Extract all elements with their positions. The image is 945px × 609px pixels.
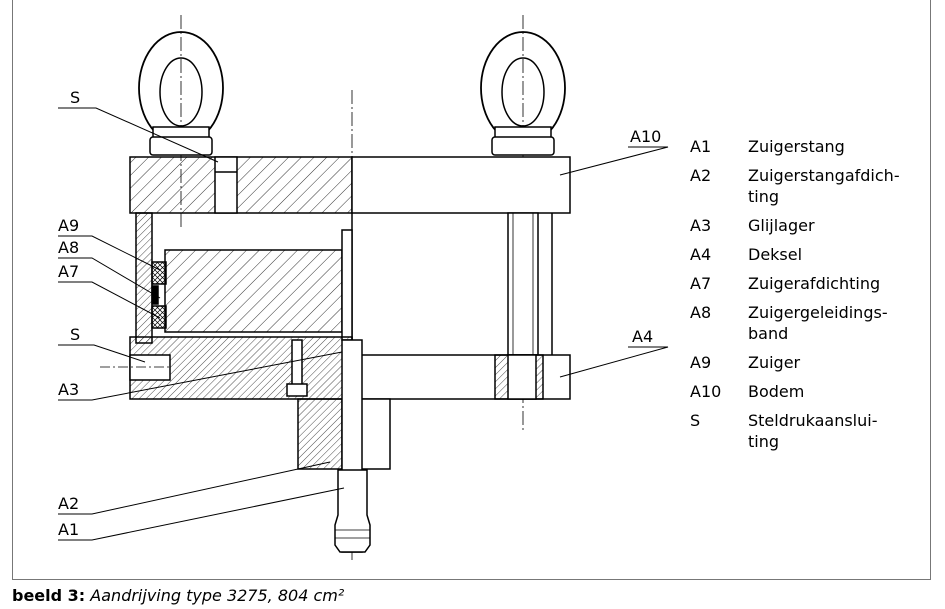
legend-text: Bodem [748,382,805,401]
callout-s-bottom: S [70,325,80,344]
legend-item: A7 Zuigerafdichting [690,273,930,294]
legend-code: A3 [690,216,712,235]
legend-text: Glijlager [748,216,815,235]
legend-code: S [690,411,701,430]
actuator-section [100,15,571,560]
legend-code: A7 [690,274,712,293]
callout-labels: S A9 A8 A7 S A3 A2 A1 A10 A4 [58,88,661,539]
callout-a10: A10 [630,127,661,146]
callout-a1: A1 [58,520,79,539]
legend-code: A10 [690,382,722,401]
legend-item: A8 Zuigergeleidings- band [690,302,930,344]
leader-lines [58,107,669,541]
legend-code: A2 [690,166,712,185]
caption-text: Aandrijving type 3275, 804 cm² [90,586,345,605]
legend-item: A3 Glijlager [690,215,930,236]
legend-text: Zuiger [748,353,801,372]
legend-item: A1 Zuigerstang [690,136,930,157]
legend-text: Zuigerafdichting [748,274,881,293]
callout-a8: A8 [58,238,79,257]
callout-a2: A2 [58,494,79,513]
legend-item: A4 Deksel [690,244,930,265]
callout-a9: A9 [58,216,79,235]
figure-frame [12,0,931,580]
legend-text: Zuigergeleidings- band [748,303,888,343]
legend-text: Steldrukaanslui- ting [748,411,878,451]
legend-item: S Steldrukaanslui- ting [690,410,930,452]
legend-text: Zuigerstangafdich- ting [748,166,900,206]
legend-text: Zuigerstang [748,137,845,156]
legend-code: A9 [690,353,712,372]
legend-item: A10 Bodem [690,381,930,402]
legend-code: A1 [690,137,712,156]
legend-code: A4 [690,245,712,264]
legend-item: A2 Zuigerstangafdich- ting [690,165,930,207]
callout-a3: A3 [58,380,79,399]
legend-code: A8 [690,303,712,322]
caption-label: beeld 3: [12,586,86,605]
legend-item: A9 Zuiger [690,352,930,373]
legend-text: Deksel [748,245,803,264]
callout-a7: A7 [58,262,79,281]
figure-caption: beeld 3: Aandrijving type 3275, 804 cm² [12,586,344,605]
callout-s-top: S [70,88,80,107]
callout-a4: A4 [632,327,653,346]
